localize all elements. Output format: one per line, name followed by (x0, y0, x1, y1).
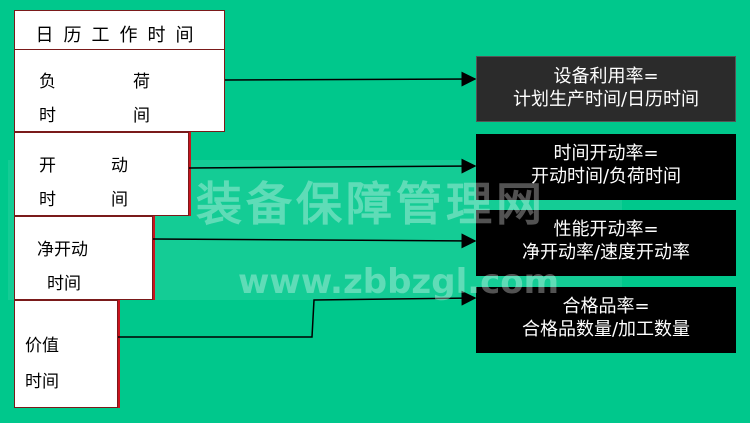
value-time-box: 价值 时间 (14, 300, 118, 408)
net-operating-time-line1: 净开动 (37, 240, 88, 260)
calendar-header-divider (15, 49, 224, 50)
arrow-quality (118, 290, 477, 338)
arrow-time-operation (188, 158, 477, 174)
result-equipment-utilization: 设备利用率= 计划生产时间/日历时间 (476, 56, 736, 122)
value-time-line2: 时间 (25, 372, 59, 392)
result-quality-rate-formula: 合格品数量/加工数量 (521, 319, 691, 340)
result-performance-operation: 性能开动率= 净开动率/速度开动率 (476, 210, 736, 276)
load-time-char-1: 负 (39, 72, 56, 92)
watermark-url: www.zbbzgl.com (238, 262, 560, 302)
operating-time-char-2: 动 (111, 156, 128, 176)
operating-time-box: 开 动 时 间 (14, 132, 189, 216)
operating-time-char-1: 开 (39, 156, 56, 176)
operating-time-char-3: 时 (39, 190, 56, 210)
result-performance-operation-formula: 净开动率/速度开动率 (521, 242, 691, 263)
result-performance-operation-title: 性能开动率= (553, 219, 659, 240)
calendar-time-title: 日历工作时间 (35, 25, 204, 46)
load-time-char-3: 时 (39, 106, 56, 126)
load-time-char-2: 荷 (133, 72, 150, 92)
calendar-time-box: 日历工作时间 负 荷 时 间 (14, 10, 225, 132)
load-time-char-4: 间 (133, 106, 150, 126)
result-time-operation-title: 时间开动率= (553, 143, 659, 164)
result-quality-rate: 合格品率= 合格品数量/加工数量 (476, 287, 736, 353)
net-operating-time-box: 净开动 时间 (14, 216, 153, 300)
result-equipment-utilization-title: 设备利用率= (553, 66, 659, 87)
result-time-operation: 时间开动率= 开动时间/负荷时间 (476, 134, 736, 200)
value-time-line1: 价值 (25, 336, 59, 356)
net-operating-time-line2: 时间 (47, 274, 81, 294)
watermark-title: 装备保障管理网 (196, 177, 546, 231)
operating-time-char-4: 间 (111, 190, 128, 210)
arrow-performance (152, 233, 477, 249)
arrow-equipment-utilization (224, 71, 477, 87)
result-time-operation-formula: 开动时间/负荷时间 (530, 166, 682, 187)
result-equipment-utilization-formula: 计划生产时间/日历时间 (512, 89, 700, 110)
result-quality-rate-title: 合格品率= (562, 296, 650, 317)
